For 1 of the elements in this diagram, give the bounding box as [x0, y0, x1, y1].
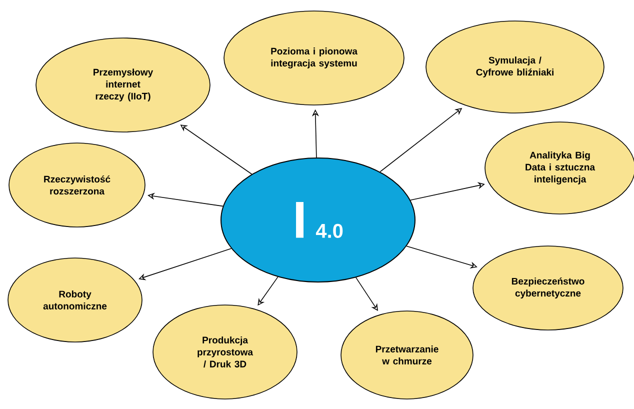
arrow — [138, 248, 232, 280]
